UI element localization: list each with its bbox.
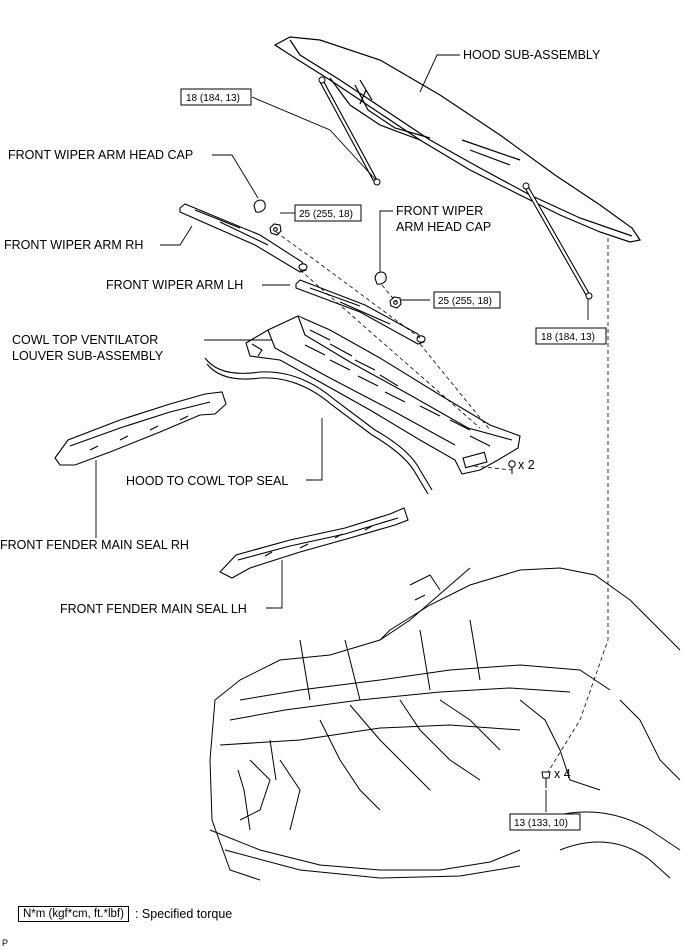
label-cowl-top-ventilator-line1: COWL TOP VENTILATOR [12,333,158,347]
label-front-wiper-arm-lh: FRONT WIPER ARM LH [106,278,243,292]
torque-box-hood-support-lower: 18 (184, 13) [535,327,607,345]
hood-bolt [541,771,551,788]
wiper-arm-nut-lh [389,296,402,309]
front-wiper-arm-lh [295,279,426,345]
legend-text: : Specified torque [134,907,233,921]
torque-value: 18 (184, 13) [186,93,240,104]
label-front-wiper-arm-rh: FRONT WIPER ARM RH [4,238,143,252]
wiper-arm-head-cap-lh [374,271,387,285]
quantity-cowl-clip: x 2 [518,458,535,472]
hood-sub-assembly [273,36,641,243]
label-front-fender-main-seal-lh: FRONT FENDER MAIN SEAL LH [60,602,247,616]
torque-value: 25 (255, 18) [438,296,492,307]
label-hood-to-cowl-top-seal: HOOD TO COWL TOP SEAL [126,474,288,488]
label-hood-sub-assembly: HOOD SUB-ASSEMBLY [463,48,601,62]
front-wiper-arm-rh [179,203,308,273]
front-fender-main-seal-rh [54,391,227,466]
torque-box-arm-lh-nut: 25 (255, 18) [433,291,501,309]
label-cowl-top-ventilator-line2: LOUVER SUB-ASSEMBLY [12,349,164,363]
alignment-lines [275,231,609,773]
torque-box-arm-rh-nut: 25 (255, 18) [294,204,362,222]
wiper-arm-nut-rh [269,223,282,236]
hood-support-strut-rh [318,76,381,186]
legend-unit-box: N*m (kgf*cm, ft.*lbf) [18,906,129,922]
quantity-hood-bolt: x 4 [554,767,571,781]
hood-to-cowl-top-seal [204,357,433,495]
leader-lines [95,54,589,812]
cowl-top-ventilator-louver [245,315,521,475]
wiper-arm-head-cap-rh [253,199,266,213]
front-fender-main-seal-lh [219,507,409,579]
label-front-wiper-arm-head-cap-lh-line1: FRONT WIPER [396,204,483,218]
vehicle-engine-compartment [209,567,681,881]
corner-mark: P [2,938,9,948]
torque-box-hood-support-upper: 18 (184, 13) [180,88,252,106]
hood-support-strut-lh [522,182,593,300]
torque-value: 25 (255, 18) [299,209,353,220]
label-front-wiper-arm-head-cap-rh: FRONT WIPER ARM HEAD CAP [8,148,193,162]
torque-box-hood-bolt: 13 (133, 10) [509,813,581,831]
cowl-clip [508,460,516,474]
torque-value: 13 (133, 10) [514,818,568,829]
torque-legend: N*m (kgf*cm, ft.*lbf) : Specified torque [18,906,232,922]
label-front-fender-main-seal-rh: FRONT FENDER MAIN SEAL RH [0,538,189,552]
label-front-wiper-arm-head-cap-lh-line2: ARM HEAD CAP [396,220,491,234]
torque-value: 18 (184, 13) [541,332,595,343]
